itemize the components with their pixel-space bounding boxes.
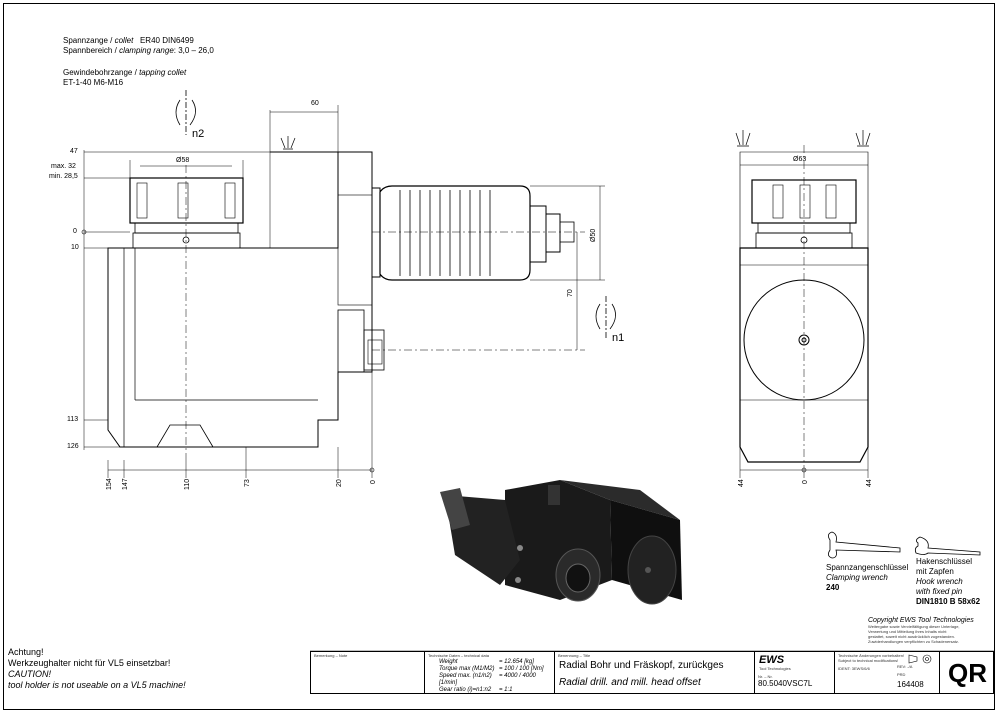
dim-0-bottom: 0 bbox=[370, 480, 377, 484]
dim-70: 70 bbox=[567, 289, 574, 297]
dim-max32: max. 32 bbox=[51, 163, 76, 170]
dim-110: 110 bbox=[184, 478, 191, 490]
dim-phi63: Ø63 bbox=[793, 156, 807, 163]
dim-44-left: 44 bbox=[738, 479, 745, 487]
dim-min285: min. 28,5 bbox=[49, 173, 78, 180]
dim-phi58: Ø58 bbox=[176, 157, 190, 164]
dim-126: 126 bbox=[67, 443, 79, 450]
dim-44-right: 44 bbox=[866, 479, 873, 487]
clamping-wrench-icon bbox=[828, 531, 901, 559]
prd-number: 164408 bbox=[897, 680, 924, 689]
title-block: Bemerkung – Note Technische Daten – tech… bbox=[310, 651, 994, 694]
collet-spec: Spannzange / collet ER40 DIN6499 Spannbe… bbox=[63, 36, 214, 55]
left-body-outline bbox=[107, 151, 373, 448]
clamping-wrench-label: Spannzangenschlüssel Clamping wrench 240 bbox=[826, 563, 909, 592]
rotation-n1-label: n1 bbox=[612, 332, 625, 344]
dim-113: 113 bbox=[67, 416, 79, 423]
tech-data-cell: Technische Daten – technical data Weight… bbox=[424, 652, 554, 693]
tapping-collet-spec: Gewindebohrzange / tapping collet ET-1-4… bbox=[63, 68, 187, 87]
dim-147: 147 bbox=[122, 478, 129, 490]
title-de: Radial Bohr und Fräskopf, zurückges bbox=[559, 660, 724, 671]
rotation-n2-label: n2 bbox=[192, 128, 205, 140]
qr-code-label: QR bbox=[948, 658, 987, 688]
projection-symbol-icon bbox=[908, 654, 932, 664]
qr-cell: QR bbox=[939, 652, 995, 693]
ident-cell: Technische Änderungen vorbehalten! Subje… bbox=[834, 652, 939, 693]
hook-wrench-icon bbox=[914, 536, 981, 556]
hook-wrench-label: Hakenschlüssel mit Zapfen Hook wrench wi… bbox=[916, 557, 981, 606]
dim-154: 154 bbox=[106, 478, 113, 490]
isometric-render bbox=[440, 480, 682, 605]
dim-73: 73 bbox=[244, 479, 251, 487]
copyright-block: Copyright EWS Tool Technologies Weiterga… bbox=[868, 617, 974, 644]
dim-zero: 0 bbox=[73, 228, 77, 235]
dim-47: 47 bbox=[70, 148, 78, 155]
dim-10: 10 bbox=[71, 244, 79, 251]
logo-part-cell: EWS Tool Technologies Nr. – Nr. 80.5040V… bbox=[754, 652, 834, 693]
drawing-frame bbox=[3, 3, 995, 710]
title-cell: Benennung – Title Radial Bohr und Fräsko… bbox=[554, 652, 754, 693]
part-number: 80.5040VSC7L bbox=[758, 679, 813, 688]
ews-logo: EWS bbox=[759, 654, 785, 666]
vl5-warning: Achtung! Werkzeughalter nicht für VL5 ei… bbox=[8, 647, 186, 690]
dim-20: 20 bbox=[336, 479, 343, 487]
dim-0-right: 0 bbox=[802, 480, 809, 484]
title-en: Radial drill. and mill. head offset bbox=[559, 677, 701, 688]
dim-60: 60 bbox=[311, 100, 319, 107]
dim-phi50: Ø50 bbox=[590, 228, 597, 242]
